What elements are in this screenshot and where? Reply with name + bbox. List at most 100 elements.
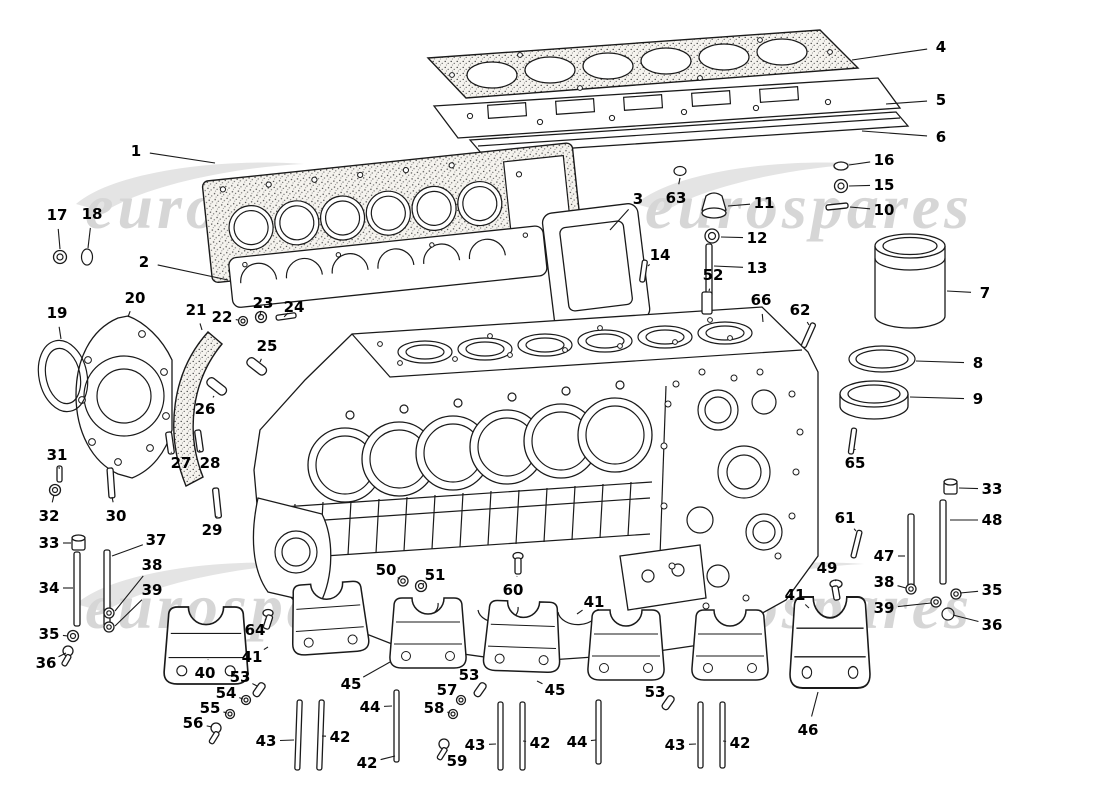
nut-39-right xyxy=(930,596,942,608)
part-label-48: 48 xyxy=(982,511,1003,529)
part-label-47: 47 xyxy=(874,547,895,565)
part-label-45: 45 xyxy=(545,681,566,699)
chain-housing-frame xyxy=(541,203,651,329)
cylinder-liner xyxy=(874,233,946,329)
leader-line-45 xyxy=(536,680,543,685)
leader-line-64 xyxy=(264,618,267,621)
leader-line-1 xyxy=(149,152,216,164)
part-label-33: 33 xyxy=(39,534,60,552)
leader-line-9 xyxy=(909,396,965,400)
pin-28 xyxy=(194,429,204,453)
washer-51 xyxy=(414,579,428,593)
part-label-64: 64 xyxy=(245,621,266,639)
leader-line-2 xyxy=(157,264,229,281)
leader-line-32 xyxy=(51,494,55,503)
part-label-15: 15 xyxy=(874,176,895,194)
part-label-41: 41 xyxy=(242,648,263,666)
part-label-42: 42 xyxy=(530,734,551,752)
stud-65 xyxy=(847,427,858,455)
leader-line-35 xyxy=(959,590,979,594)
part-label-49: 49 xyxy=(817,559,838,577)
part-label-10: 10 xyxy=(874,201,895,219)
leader-line-41 xyxy=(804,604,810,609)
part-label-61: 61 xyxy=(835,509,856,527)
dowel-pin-25 xyxy=(246,357,268,376)
part-label-42: 42 xyxy=(730,734,751,752)
washer-58 xyxy=(447,708,459,720)
stud-42 xyxy=(719,701,726,769)
leader-line-16 xyxy=(848,161,871,166)
part-label-41: 41 xyxy=(584,593,605,611)
dowel-53 xyxy=(252,682,266,698)
stud-29 xyxy=(211,487,223,519)
part-label-29: 29 xyxy=(202,521,223,539)
nut-12 xyxy=(704,228,720,244)
part-label-33: 33 xyxy=(982,480,1003,498)
stud-48 xyxy=(939,499,947,585)
part-label-63: 63 xyxy=(666,189,687,207)
part-label-6: 6 xyxy=(936,128,946,146)
leader-line-54 xyxy=(239,697,244,700)
part-label-62: 62 xyxy=(790,301,811,319)
leader-line-42 xyxy=(380,755,396,761)
o-ring-63 xyxy=(673,165,687,177)
leader-line-37 xyxy=(111,544,144,557)
part-label-58: 58 xyxy=(424,699,445,717)
leader-line-58 xyxy=(447,711,451,714)
part-label-36: 36 xyxy=(982,616,1003,634)
part-label-13: 13 xyxy=(747,259,768,277)
leader-line-12 xyxy=(720,236,744,239)
leader-line-56 xyxy=(206,725,213,728)
leader-line-21 xyxy=(199,323,203,331)
washer-54 xyxy=(240,694,252,706)
leader-line-26 xyxy=(212,395,215,398)
part-label-53: 53 xyxy=(459,666,480,684)
front-cover-gasket xyxy=(173,331,223,487)
sleeve-52 xyxy=(701,291,713,315)
nut-15 xyxy=(833,178,849,194)
part-label-2: 2 xyxy=(139,253,149,271)
part-label-45: 45 xyxy=(341,675,362,693)
leader-line-59 xyxy=(446,749,448,752)
leader-line-28 xyxy=(198,449,202,453)
part-label-32: 32 xyxy=(39,507,60,525)
watermark-top-right: eurospares xyxy=(636,162,969,242)
ring-36-right xyxy=(941,607,955,621)
part-label-9: 9 xyxy=(973,390,983,408)
leader-line-25 xyxy=(259,358,262,363)
part-label-53: 53 xyxy=(645,683,666,701)
leader-line-52 xyxy=(708,288,711,292)
front-seal-ring xyxy=(37,339,89,413)
part-label-52: 52 xyxy=(703,266,724,284)
part-label-60: 60 xyxy=(503,581,524,599)
leader-line-43 xyxy=(279,739,295,742)
nut-38-left xyxy=(103,607,115,619)
leader-line-13 xyxy=(713,265,744,268)
leader-line-10 xyxy=(849,206,871,210)
leader-line-41 xyxy=(576,609,583,615)
stud-30 xyxy=(106,467,116,499)
front-cover xyxy=(75,315,173,479)
part-label-55: 55 xyxy=(200,699,221,717)
part-label-43: 43 xyxy=(465,736,486,754)
stud-31 xyxy=(56,465,63,483)
stud-43 xyxy=(697,701,704,769)
part-label-65: 65 xyxy=(845,454,866,472)
washer-35-right xyxy=(950,588,962,600)
stud-62 xyxy=(800,322,817,349)
leader-line-18 xyxy=(87,227,91,249)
part-label-8: 8 xyxy=(973,354,983,372)
pin-27 xyxy=(165,431,175,455)
part-label-44: 44 xyxy=(567,733,588,751)
part-label-12: 12 xyxy=(747,229,768,247)
part-label-54: 54 xyxy=(216,684,237,702)
leader-line-50 xyxy=(397,577,401,580)
stud-43 xyxy=(294,699,303,771)
part-label-42: 42 xyxy=(357,754,378,772)
nut-32 xyxy=(48,483,62,497)
part-label-50: 50 xyxy=(376,561,397,579)
dowel-53 xyxy=(661,695,675,711)
leader-line-45 xyxy=(362,661,391,678)
leader-line-36 xyxy=(58,652,67,658)
